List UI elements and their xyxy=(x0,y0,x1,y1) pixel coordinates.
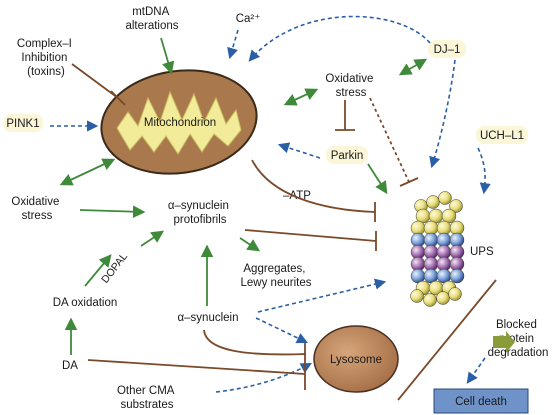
oxstress-left-label: Oxidative stress xyxy=(11,196,62,222)
activation-arrows xyxy=(59,37,428,355)
aggregates-label: Aggregates, Lewy neurites xyxy=(241,263,312,289)
arrow-asyn-ups xyxy=(257,278,387,313)
mtdna-label: mtDNA alterations xyxy=(125,6,178,32)
dj1-halo xyxy=(428,40,466,58)
ups-subunit xyxy=(436,291,450,305)
arrow-othercma-lysosome xyxy=(215,362,312,393)
ups-subunit xyxy=(449,199,463,213)
uchl1-label: UCH–L1 xyxy=(480,130,524,142)
lysosome-label: Lysosome xyxy=(330,354,382,366)
arrow-dopal-protofibrils xyxy=(140,230,165,247)
arrow-uchl1-ups xyxy=(477,147,491,195)
protofibrils-label: α–synuclein protofibrils xyxy=(168,200,232,226)
parkin-halo xyxy=(326,146,368,164)
arrow-parkin-ups xyxy=(367,163,388,195)
cell-death-label: Cell death xyxy=(455,396,507,408)
da-oxidation-label: DA oxidation xyxy=(53,297,118,309)
arrow-dj1-ups xyxy=(429,59,456,169)
arrow-oxstress-protofibrils xyxy=(79,205,146,218)
other-cma-label: Other CMA substrates xyxy=(117,385,177,411)
inhibit-asyn-lysosome xyxy=(203,329,307,356)
arrow-asyn-lysosome xyxy=(255,317,309,344)
da-label: DA xyxy=(62,360,78,372)
inhibit-oxstress-ups xyxy=(369,97,410,183)
ups-proteasome xyxy=(410,191,465,307)
ups-subunit xyxy=(423,293,437,307)
mitochondrion-label: Mitochondrion xyxy=(144,117,216,129)
ups-subunit xyxy=(410,289,424,303)
lysosome: Lysosome xyxy=(313,325,399,393)
inhibit-protofibrils-ups xyxy=(244,229,377,242)
arrow-mtdna-mito xyxy=(160,37,175,75)
arrow-daox-dopal xyxy=(84,254,112,287)
inhibit-complex1-mito xyxy=(71,63,119,99)
arrow-parkin-mito xyxy=(277,142,321,159)
asyn-label: α–synuclein xyxy=(178,312,239,324)
arrow-oxstress-mito xyxy=(283,88,319,106)
inhibit-atp-ups xyxy=(251,159,376,213)
ups-label: UPS xyxy=(470,246,494,258)
uchl1-halo xyxy=(476,126,528,144)
ups-subunit xyxy=(448,287,462,301)
arrow-blocked-celldeath xyxy=(466,357,486,384)
pink1-halo xyxy=(3,114,43,132)
arrow-protofibrils-aggregates xyxy=(239,237,261,252)
ups-lysosome-divider xyxy=(397,279,497,401)
arrow-calcium-mito xyxy=(227,29,239,60)
parkin-label: Parkin xyxy=(331,150,364,162)
oxstress-top-label: Oxidative stress xyxy=(325,73,376,99)
complex1-label: Complex–I Inhibition (toxins) xyxy=(17,38,75,78)
arrow-dj1-oxstress xyxy=(398,58,428,76)
blocked-arrow-icon xyxy=(493,331,515,353)
dashed-arrows xyxy=(50,15,491,393)
calcium-label: Ca²⁺ xyxy=(236,13,261,25)
ups-subunit xyxy=(426,195,440,209)
inhibit-da-lysosome xyxy=(87,359,306,375)
pink1-label: PINK1 xyxy=(6,118,39,130)
arrow-oxstress-mito-left xyxy=(59,158,116,186)
dopal-label: DOPAL xyxy=(99,251,130,286)
ups-subunit xyxy=(438,191,452,205)
ups-subunit xyxy=(449,268,465,284)
atp-label: –ATP xyxy=(283,190,311,202)
arrow-dj1-mito xyxy=(248,15,431,62)
dj1-label: DJ–1 xyxy=(434,44,461,56)
mitochondrion: Mitochondrion xyxy=(100,69,258,175)
inhibition-lines xyxy=(71,63,497,401)
cell-death-box: Cell death xyxy=(433,388,529,414)
